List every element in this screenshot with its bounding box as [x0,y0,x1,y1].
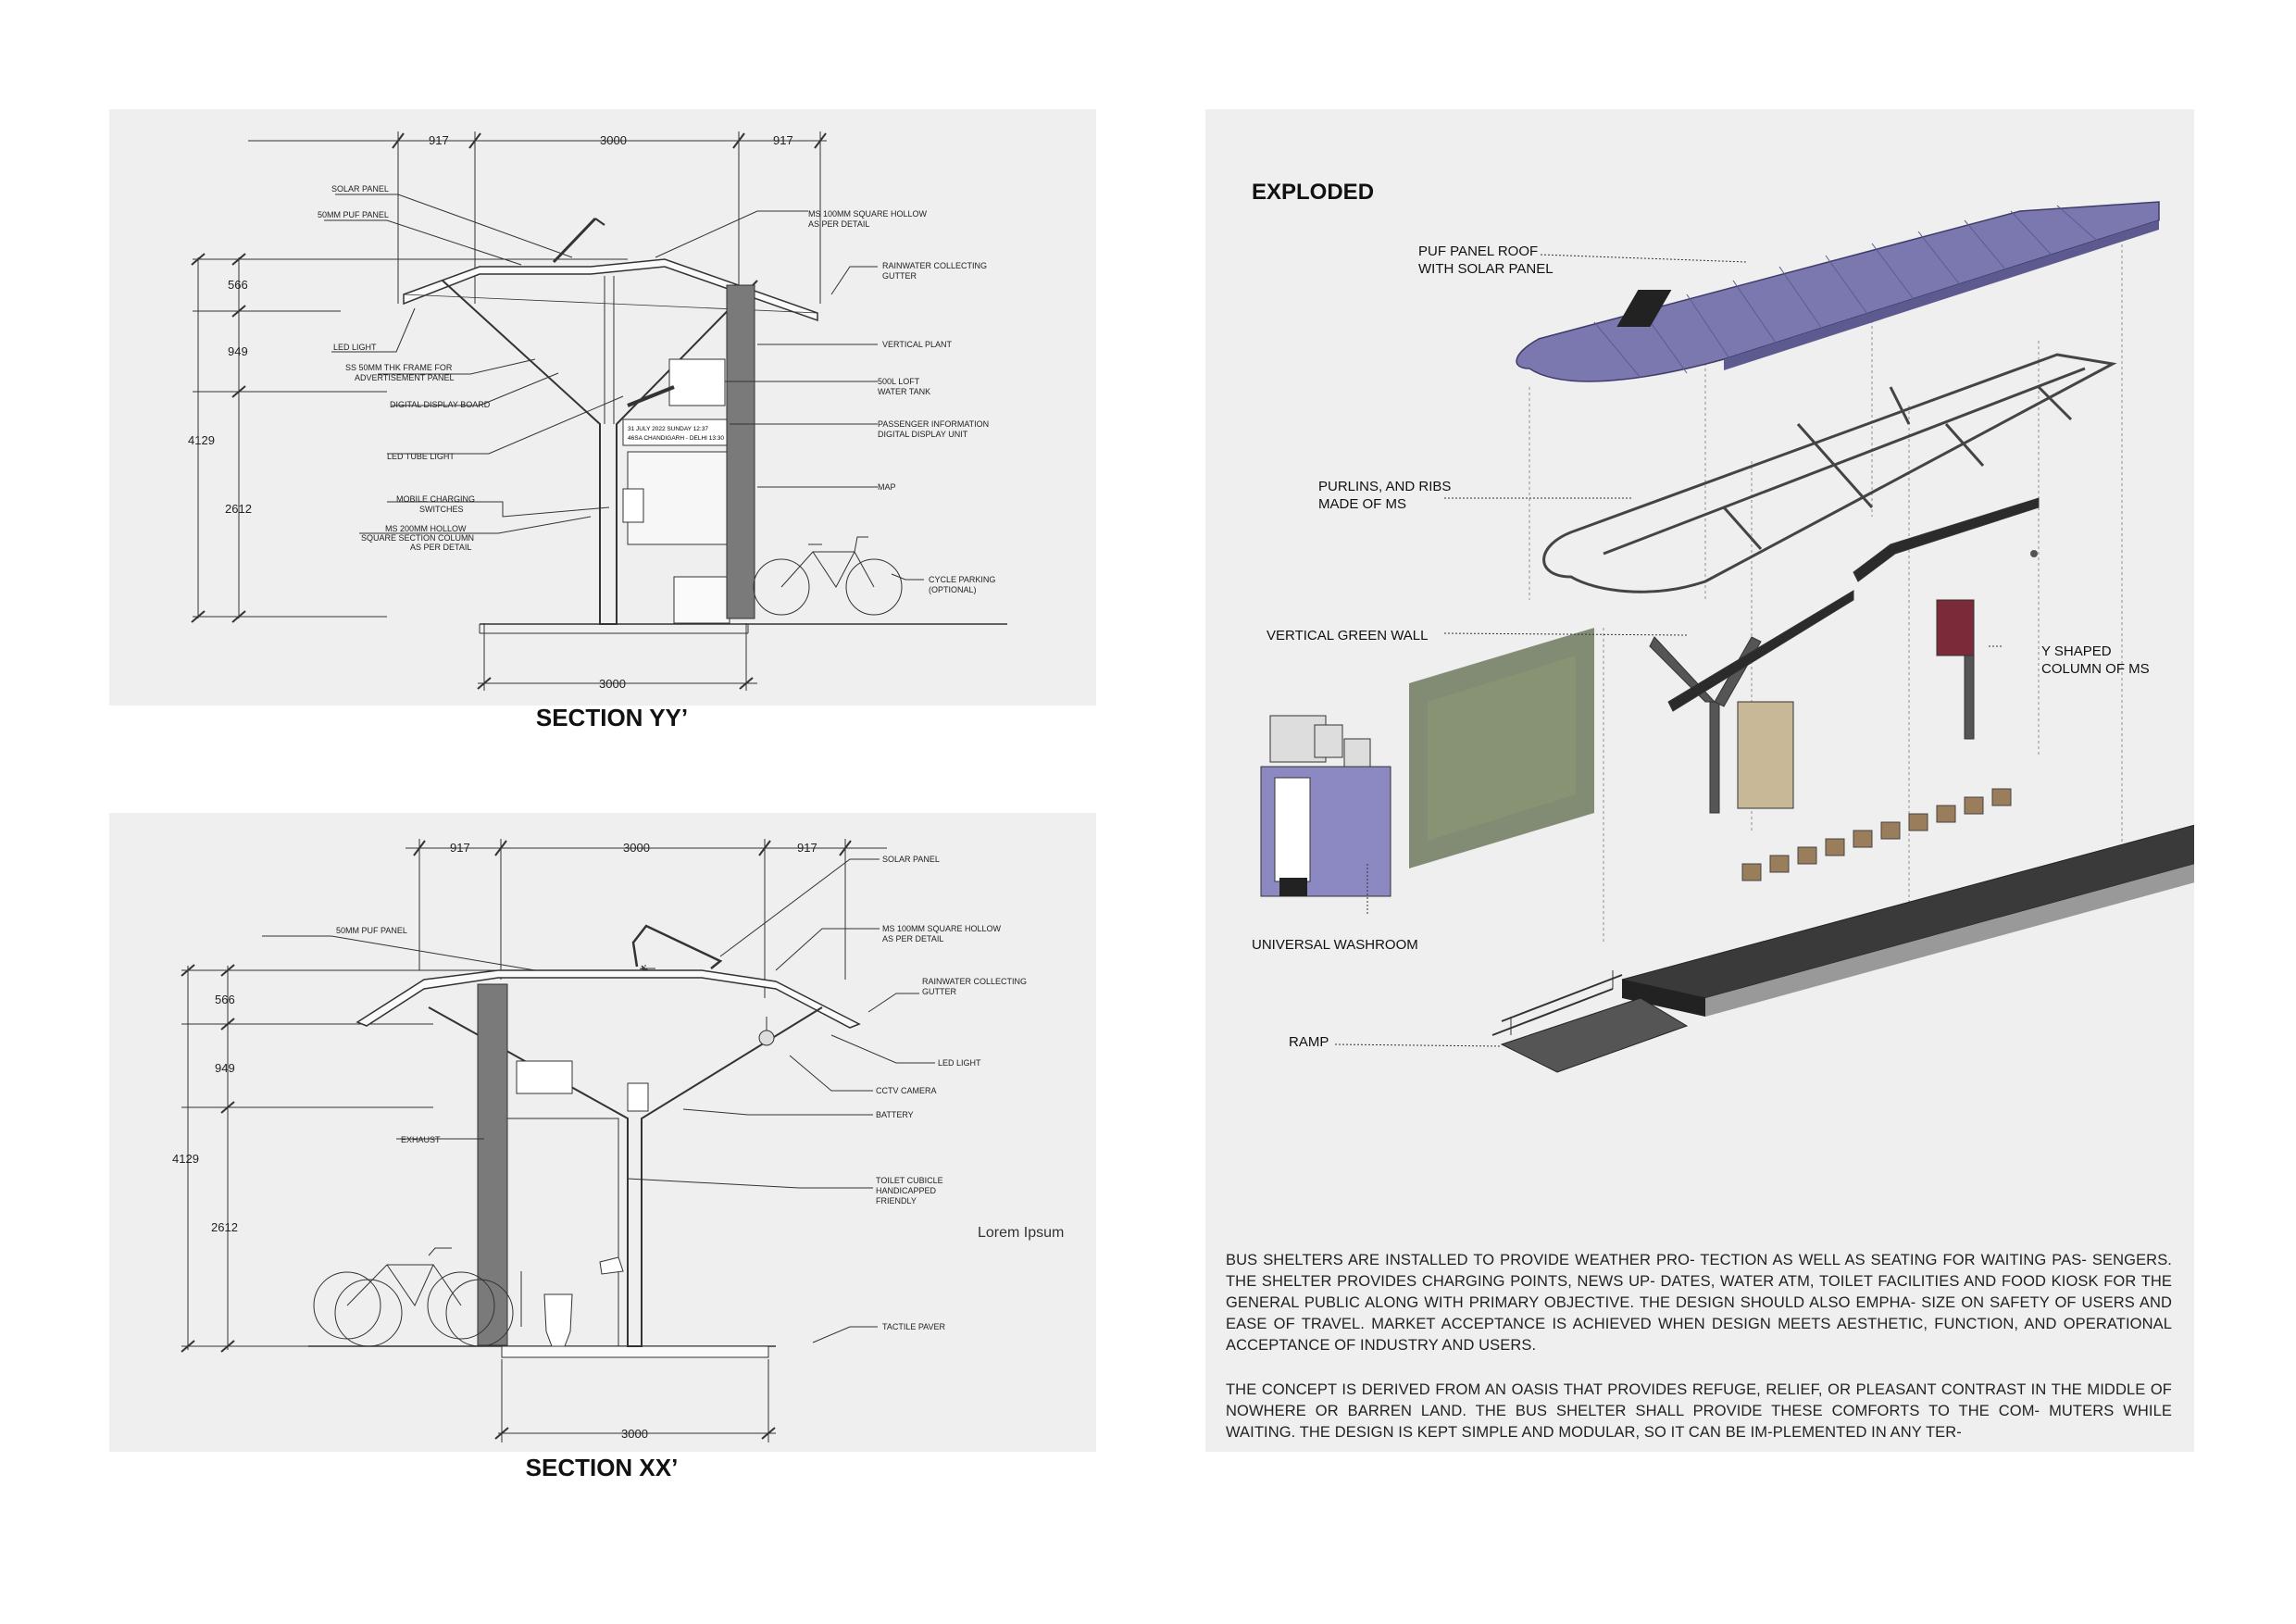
description-paragraph-2: THE CONCEPT IS DERIVED FROM AN OASIS THA… [1226,1381,2172,1441]
section-yy-title: SECTION YY’ [535,704,689,731]
label-led-light: LED LIGHT [333,343,377,352]
label-ms100-2: AS PER DETAIL [882,934,943,943]
label-led-tube: LED TUBE LIGHT [387,452,455,461]
label-roof: PUF PANEL ROOF [1418,244,1538,259]
solar-panel-shape [1616,290,1672,327]
dim-bottom: 3000 [621,1427,648,1441]
label-purlins-2: MADE OF MS [1318,496,1406,512]
label-ms100: MS 100MM SQUARE HOLLOW [808,209,928,219]
label-ss-frame: SS 50MM THK FRAME FOR [345,363,453,372]
dim-top-right: 917 [773,133,793,147]
label-purlins: PURLINS, AND RIBS [1318,479,1451,494]
label-ms100: MS 100MM SQUARE HOLLOW [882,924,1002,933]
dim-949: 949 [228,344,248,358]
dim-4129: 4129 [188,433,215,447]
dim-2612: 2612 [225,502,252,516]
washroom-block [1260,715,1391,897]
label-tactile-paver: TACTILE PAVER [882,1322,946,1331]
label-cycle-parking: CYCLE PARKING [929,575,995,584]
label-puf-panel: 50MM PUF PANEL [336,926,407,935]
label-toilet-2: HANDICAPPED [876,1186,937,1195]
dim-bottom: 3000 [599,677,626,691]
platform [1621,824,2194,1017]
label-tank-2: WATER TANK [878,387,930,396]
label-gutter: RAINWATER COLLECTING [882,261,987,270]
label-cctv: CCTV CAMERA [876,1086,937,1095]
label-gutter-2: GUTTER [882,271,917,281]
dim-4129: 4129 [172,1152,199,1166]
label-y-shaped-2: COLUMN OF MS [2041,661,2150,677]
dim-top-left: 917 [429,133,449,147]
ramp [1491,970,1689,1073]
label-gutter-2: GUTTER [922,987,956,996]
label-washroom: UNIVERSAL WASHROOM [1252,937,1418,953]
dim-566: 566 [228,278,248,292]
label-pidu-2: DIGITAL DISPLAY UNIT [878,430,968,439]
dim-top-left: 917 [450,841,470,855]
dim-949: 949 [215,1061,235,1075]
label-toilet: TOILET CUBICLE [876,1176,943,1185]
label-column-2: SQUARE SECTION COLUMN [361,533,474,543]
section-xx-title: SECTION XX’ [525,1454,679,1481]
section-yy-drawing: 917 3000 917 566 949 4129 2612 3000 SOLA… [109,109,1096,706]
label-exhaust: EXHAUST [401,1135,441,1144]
label-gutter: RAINWATER COLLECTING [922,977,1027,986]
label-mobile-switches: SWITCHES [419,505,464,514]
label-map: MAP [878,482,896,492]
exploded-title: EXPLODED [1252,180,1375,205]
purlin-frame [1542,353,2117,593]
label-ramp: RAMP [1289,1034,1329,1050]
label-puf-panel: 50MM PUF PANEL [318,210,389,219]
label-ss-frame-2: ADVERTISEMENT PANEL [355,373,455,382]
label-vertical-plant: VERTICAL PLANT [882,340,953,349]
camera-icon [2030,550,2038,557]
exploded-svg: PUF PANEL ROOF WITH SOLAR PANEL PURLINS,… [1252,201,2194,1073]
section-yy-svg: 917 3000 917 566 949 4129 2612 3000 SOLA… [188,131,1007,691]
roof-shape [1516,201,2160,382]
dim-top-mid: 3000 [623,841,650,855]
label-digital-display: DIGITAL DISPLAY BOARD [390,400,491,409]
dim-top-mid: 3000 [600,133,627,147]
label-solar-panel: SOLAR PANEL [331,184,389,194]
display-line-2: 46SA CHANDIGARH - DELHI 13:30 [628,435,724,442]
label-ms100-2: AS PER DETAIL [808,219,869,229]
exploded-view: EXPLODED [1205,109,2194,1452]
label-mobile-charging: MOBILE CHARGING [396,494,475,504]
label-green-wall: VERTICAL GREEN WALL [1267,628,1429,643]
ad-panel-2 [1936,599,1975,656]
seat-row [1741,788,2012,881]
display-line-1: 31 JULY 2022 SUNDAY 12:37 [628,426,708,432]
dim-566: 566 [215,993,235,1006]
y-columns [1649,497,2040,814]
ad-panel [1737,701,1794,809]
label-pidu: PASSENGER INFORMATION [878,419,989,429]
label-column-3: AS PER DETAIL [410,543,471,552]
label-battery: BATTERY [876,1110,914,1119]
label-led-light: LED LIGHT [938,1058,981,1068]
label-cycle-optional: (OPTIONAL) [929,585,977,594]
label-roof-2: WITH SOLAR PANEL [1418,261,1554,277]
label-column-1: MS 200MM HOLLOW [385,524,467,533]
dim-top-right: 917 [797,841,817,855]
green-wall [1409,628,1594,868]
label-y-shaped: Y SHAPED [2041,643,2112,659]
description-paragraph-1: BUS SHELTERS ARE INSTALLED TO PROVIDE WE… [1226,1252,2172,1354]
label-toilet-3: FRIENDLY [876,1196,917,1206]
label-tank: 500L LOFT [878,377,920,386]
section-xx-drawing: 917 3000 917 566 949 4129 2612 3000 SOLA… [109,813,1096,1452]
label-solar-panel: SOLAR PANEL [882,855,940,864]
dim-2612: 2612 [211,1220,238,1234]
section-xx-svg: 917 3000 917 566 949 4129 2612 3000 SOLA… [172,839,1027,1443]
lorem-note: Lorem Ipsum [978,1225,1065,1241]
